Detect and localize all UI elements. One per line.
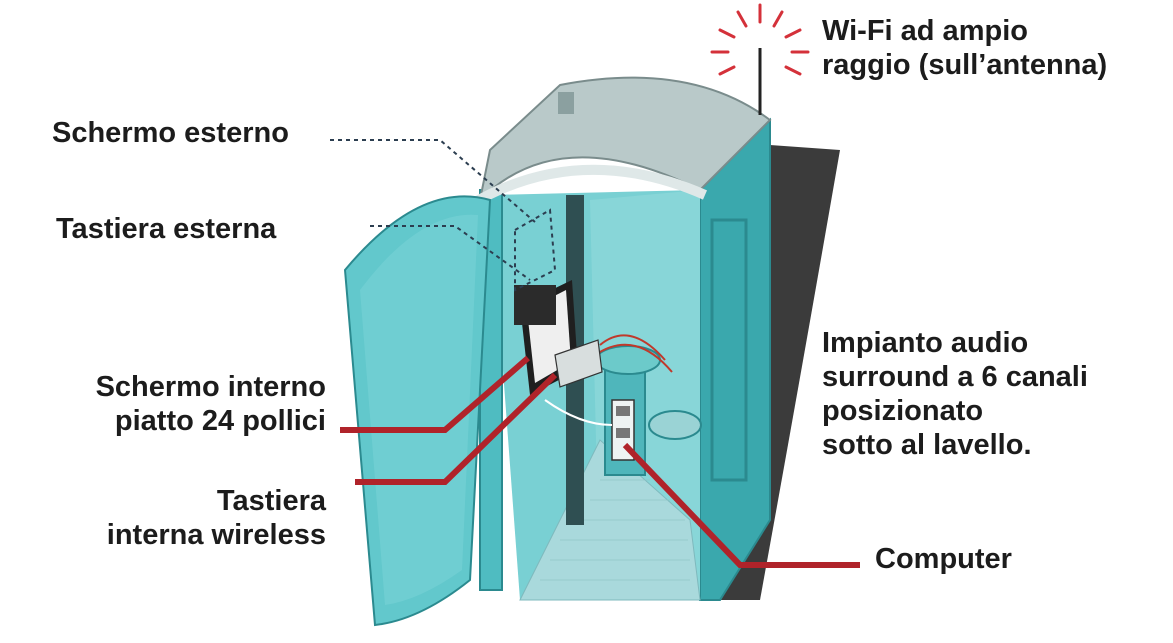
external-screen-outline — [514, 208, 557, 292]
audio-label-line-3: posizionato — [822, 395, 984, 427]
external-screen-label: Schermo esterno — [52, 117, 289, 149]
internal-screen-label-line-1: Schermo interno — [95, 371, 326, 403]
computer-label: Computer — [875, 543, 1012, 575]
wifi-label-line-1: Wi-Fi ad ampio — [822, 15, 1028, 47]
roof — [478, 76, 772, 204]
internal-screen-label-line-2: piatto 24 pollici — [114, 405, 326, 437]
external-screen-leader — [330, 139, 536, 223]
audio-label-line-4: sotto al lavello. — [822, 429, 1032, 461]
wifi-label: Wi-Fi ad ampio raggio (sull’antenna) — [822, 14, 1107, 82]
door-inner-shade — [360, 214, 478, 605]
floor-grid — [540, 479, 690, 581]
internal-keyboard-label-line-1: Tastiera — [216, 485, 326, 517]
audio-label-line-1: Impianto audio — [822, 327, 1029, 359]
internal-keyboard — [554, 339, 603, 388]
roof-vent — [558, 92, 574, 114]
audio-label: Impianto audio surround a 6 canali posiz… — [822, 326, 1088, 462]
internal-keyboard-label-line-2: interna wireless — [106, 519, 326, 551]
computer-callout — [622, 442, 860, 568]
side-vent — [710, 218, 748, 482]
wifi-label-line-2: raggio (sull’antenna) — [822, 49, 1108, 81]
computer-bay — [616, 406, 630, 416]
external-keyboard-label: Tastiera esterna — [56, 213, 277, 245]
internal-keyboard-label: Tastiera interna wireless — [107, 484, 326, 552]
internal-keyboard-callout — [355, 372, 558, 485]
surround-arc-1 — [599, 334, 666, 361]
sink-basin — [595, 345, 661, 375]
external-keyboard-leader — [370, 225, 531, 281]
external-screen — [514, 285, 556, 325]
surround-arc-2 — [594, 343, 673, 373]
wifi-signal-icon — [710, 3, 810, 76]
keyboard-pointer-arrow — [544, 399, 613, 426]
audio-label-line-2: surround a 6 canali — [822, 361, 1088, 393]
internal-screen-label: Schermo interno piatto 24 pollici — [96, 370, 326, 438]
toilet-bowl — [648, 410, 702, 440]
computer-bay-2 — [616, 428, 630, 438]
internal-screen-callout — [340, 355, 530, 433]
